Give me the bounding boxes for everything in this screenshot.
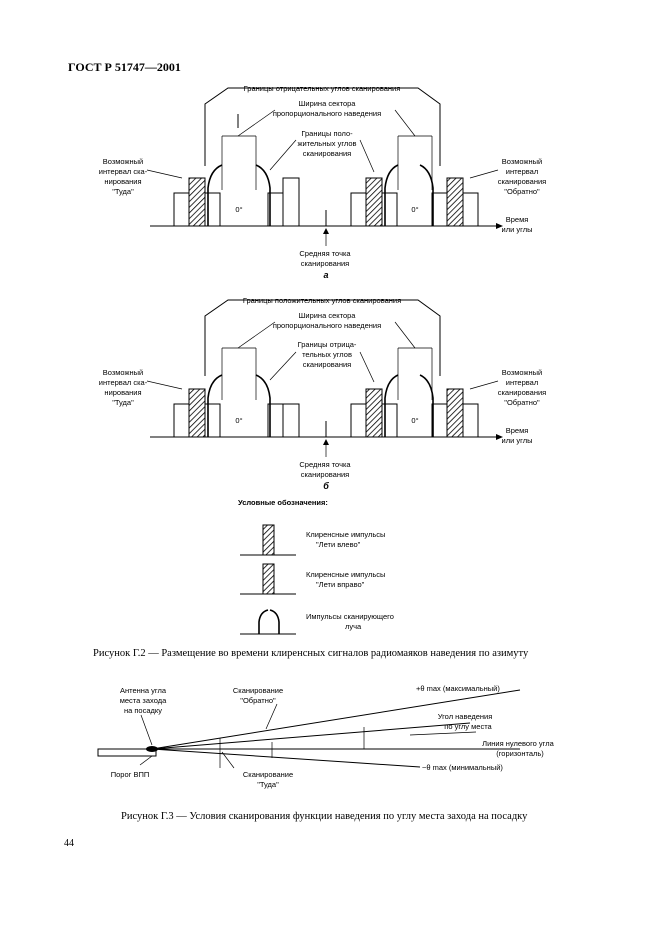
g3-zero-line-1: Линия нулевого угла: [482, 739, 554, 748]
legend: Условные обозначения: Клиренсные импульс…: [238, 498, 394, 635]
a-left-label-1: Возможный: [103, 157, 144, 166]
g3-theta-max-pos: +θ max (максимальный): [416, 684, 500, 693]
g3-scan-to-2: "Туда": [257, 780, 279, 789]
b-axis-label-2: или углы: [502, 436, 533, 445]
legend-item3-line1: Импульсы сканирующего: [306, 612, 394, 621]
g3-threshold: Порог ВПП: [111, 770, 150, 779]
g3-scan-back-1: Сканирование: [233, 686, 283, 695]
b-inner-line1: Границы отрица-: [298, 340, 357, 349]
b-zero-left: 0°: [235, 416, 242, 425]
g3-zero-line-2: (горизонталь): [496, 749, 544, 758]
g3-antenna-3: на посадку: [124, 706, 162, 715]
b-left-label-4: "Туда": [112, 398, 134, 407]
g3-antenna-2: места захода: [120, 696, 167, 705]
diagram-a: Границы отрицательных углов сканирования…: [99, 84, 546, 280]
a-left-label-2: интервал ска-: [99, 167, 148, 176]
b-zero-right: 0°: [411, 416, 418, 425]
caption-g2: Рисунок Г.2 — Размещение во времени клир…: [93, 648, 529, 659]
b-right-label-1: Возможный: [502, 368, 543, 377]
legend-item1-line2: "Лети влево": [316, 540, 361, 549]
b-left-label-3: нирования: [104, 388, 141, 397]
a-mid-bracket-line1: Ширина сектора: [299, 99, 357, 108]
g3-scan-to-1: Сканирование: [243, 770, 293, 779]
page-number: 44: [64, 838, 74, 849]
a-top-bracket-label: Границы отрицательных углов сканирования: [244, 84, 401, 93]
b-left-label-2: интервал ска-: [99, 378, 148, 387]
a-axis-label-1: Время: [506, 215, 529, 224]
a-mid-bracket-line2: пропорционального наведения: [273, 109, 381, 118]
b-mid-point-1: Средняя точка: [299, 460, 351, 469]
a-letter: а: [323, 270, 328, 280]
b-mid-bracket-line1: Ширина сектора: [299, 311, 357, 320]
a-axis-label-2: или углы: [502, 225, 533, 234]
b-inner-line2: тельных углов: [302, 350, 352, 359]
b-axis-label-1: Время: [506, 426, 529, 435]
a-mid-point-1: Средняя точка: [299, 249, 351, 258]
legend-item1-line1: Клиренсные импульсы: [306, 530, 385, 539]
b-mid-bracket-line2: пропорционального наведения: [273, 321, 381, 330]
g3-antenna-1: Антенна угла: [120, 686, 167, 695]
b-inner-line3: сканирования: [303, 360, 352, 369]
caption-g3: Рисунок Г.3 — Условия сканирования функц…: [121, 811, 528, 822]
b-right-label-2: интервал: [506, 378, 538, 387]
a-left-label-4: "Туда": [112, 187, 134, 196]
b-right-label-4: "Обратно": [504, 398, 540, 407]
a-inner-line2: жительных углов: [297, 139, 356, 148]
document-header: ГОСТ Р 51747—2001: [68, 60, 181, 74]
g3-guidance-1: Угол наведения: [438, 712, 493, 721]
a-zero-left: 0°: [235, 205, 242, 214]
a-zero-right: 0°: [411, 205, 418, 214]
b-top-bracket-label: Границы положительных углов сканирования: [243, 296, 401, 305]
b-right-label-3: сканирования: [498, 388, 547, 397]
b-mid-point-2: сканирования: [301, 470, 350, 479]
a-mid-point-2: сканирования: [301, 259, 350, 268]
diagram-g3: Антенна угла места захода на посадку Ска…: [97, 684, 555, 789]
a-right-label-2: интервал: [506, 167, 538, 176]
b-letter: б: [323, 481, 329, 491]
g3-guidance-2: по углу места: [444, 722, 492, 731]
legend-item3-line2: луча: [345, 622, 362, 631]
legend-item2-line1: Клиренсные импульсы: [306, 570, 385, 579]
a-inner-line1: Границы поло-: [301, 129, 353, 138]
a-right-label-1: Возможный: [502, 157, 543, 166]
diagram-b: Границы положительных углов сканирования…: [99, 296, 546, 491]
g3-scan-back-2: "Обратно": [240, 696, 276, 705]
a-right-label-4: "Обратно": [504, 187, 540, 196]
legend-item2-line2: "Лети вправо": [316, 580, 365, 589]
a-inner-line3: сканирования: [303, 149, 352, 158]
a-left-label-3: нирования: [104, 177, 141, 186]
legend-title: Условные обозначения:: [238, 498, 328, 507]
a-right-label-3: сканирования: [498, 177, 547, 186]
b-left-label-1: Возможный: [103, 368, 144, 377]
g3-theta-max-neg: −θ max (минимальный): [422, 763, 503, 772]
